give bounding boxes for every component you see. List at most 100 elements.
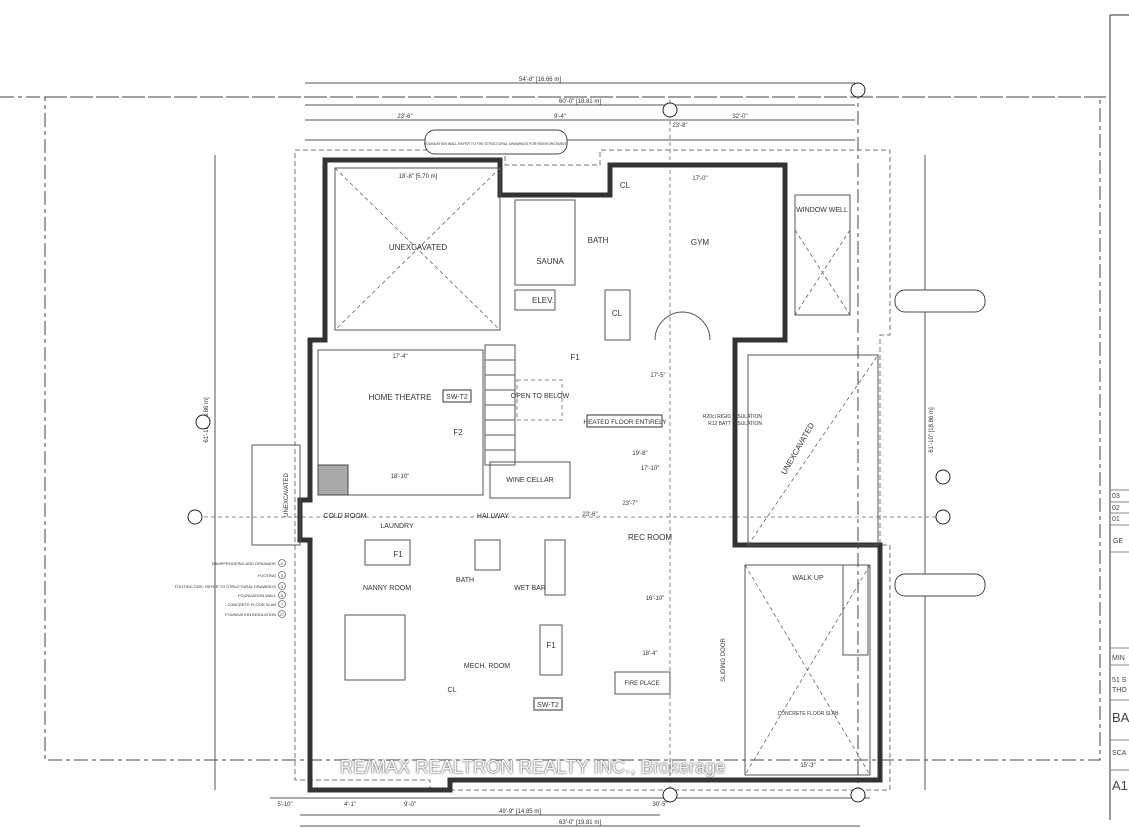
dim: 17'-4"	[392, 354, 407, 360]
sheet-number: A1	[1112, 778, 1128, 793]
laundry-shaft	[364, 539, 411, 566]
label-shear-wall: SW-T2	[446, 394, 468, 401]
foundation-note-callout	[894, 289, 986, 313]
note-insulation: R12 BATT INSULATION	[708, 421, 762, 427]
bottom-dimensions: 5'-10" 4'-1" 9'-0" 30'-5" 49'-9" [14.85 …	[270, 797, 870, 827]
note-insulation: R20ci RIGID INSULATION	[703, 414, 762, 420]
label-f1: F1	[570, 353, 580, 362]
walk-up-stairs	[842, 564, 869, 656]
gym-double-door	[654, 311, 711, 341]
fireplace	[614, 671, 671, 695]
home-theatre	[317, 349, 484, 496]
vanity	[474, 539, 501, 571]
room-label-home-theatre: HOME THEATRE	[369, 393, 432, 402]
dim: 17'-5"	[650, 373, 665, 379]
room-label-cold-room: COLD ROOM	[323, 513, 366, 520]
room-label-walk-up: WALK UP	[792, 575, 824, 582]
unexcavated-far-left	[251, 444, 301, 546]
label-shear-wall: SW-T2	[537, 702, 559, 709]
room-label-bath: BATH	[588, 236, 609, 245]
legend-num: 7	[281, 602, 284, 607]
label-f2: F2	[453, 428, 463, 437]
foundation-wall	[297, 157, 883, 793]
walk-up	[744, 564, 871, 776]
dim: 18'-10"	[391, 474, 410, 480]
legend-item: FOOTING	[258, 573, 276, 578]
room-label-unexcavated: UNEXCAVATED	[779, 421, 816, 476]
dim: 4'-1"	[344, 802, 356, 808]
dim-top-overall: 54'-8" [16.66 m]	[519, 77, 561, 83]
dim: 18'-4"	[642, 651, 657, 657]
title-block-text: MIN	[1112, 655, 1125, 662]
dim: 61'-10" [18.86 m]	[929, 407, 935, 453]
sheet-title: BA	[1112, 710, 1129, 725]
unexcavated-left-area	[334, 167, 501, 331]
note-text: FOUNDATION WALL REFER TO THE STRUCTURAL …	[424, 142, 569, 146]
room-label-mech-room: MECH. ROOM	[464, 663, 510, 670]
title-block-address: THO	[1112, 687, 1127, 694]
revision-number: 01	[1112, 516, 1120, 523]
legend-item: CONCRETE FLOOR SLAB	[227, 602, 276, 607]
room-label-elevator: ELEV.	[532, 296, 554, 305]
sauna	[514, 199, 576, 286]
label-f1: F1	[393, 550, 403, 559]
foundation-note-callout: FOUNDATION WALL REFER TO THE STRUCTURAL …	[424, 129, 569, 155]
room-label-laundry: LAUNDRY	[380, 523, 414, 530]
dim: 17'-10"	[641, 466, 660, 472]
room-label-wine-cellar: WINE CELLAR	[506, 477, 553, 484]
label-fireplace: FIRE PLACE	[624, 681, 659, 687]
title-block-address: 51 S	[1112, 677, 1127, 684]
closet	[604, 289, 631, 341]
legend-num: 17	[280, 612, 285, 617]
legend-num: 4	[281, 584, 284, 589]
legend-item: FOUNDATION WALL	[238, 593, 277, 598]
room-label-closet: CL	[612, 309, 623, 318]
room-label-nanny-room: NANNY ROOM	[363, 585, 411, 592]
open-to-below	[516, 379, 563, 421]
dim: 63'-0" [19.81 m]	[559, 820, 601, 826]
label-open-to-below: OPEN TO BELOW	[511, 393, 570, 400]
elevator	[514, 289, 556, 311]
room-label-sauna: SAUNA	[536, 257, 564, 266]
dim: 16'-10"	[646, 596, 665, 602]
dim-top-second: 60'-0" [18.81 m]	[559, 99, 601, 105]
dim: 32'-0"	[732, 114, 747, 120]
legend-num: 3	[281, 573, 284, 578]
room-label-window-well: WINDOW WELL	[796, 207, 848, 214]
label-heated-floor: HEATED FLOOR ENTIRELY	[583, 419, 667, 426]
window-well	[794, 194, 851, 316]
room-label-bath: BATH	[456, 577, 474, 584]
dim: 23'-6"	[397, 114, 412, 120]
room-label-rec-room: REC ROOM	[628, 533, 672, 542]
room-label-closet: CL	[620, 181, 631, 190]
dim: 18'-8" [5.70 m]	[399, 174, 438, 180]
legend-num: 2	[281, 561, 284, 566]
dim: 23'-6"	[582, 512, 597, 518]
label-concrete-slab: CONCRETE FLOOR SLAB	[778, 711, 840, 717]
revision-number: 02	[1112, 505, 1120, 512]
section-marker	[187, 82, 951, 803]
room-label-closet: CL	[448, 687, 457, 694]
legend-num: 5	[281, 593, 284, 598]
dim: 23'-8"	[672, 123, 687, 129]
bar-counter	[544, 539, 566, 596]
dim: 15'-3"	[800, 763, 815, 769]
dim: 23'-7"	[622, 501, 637, 507]
legend-item: FOOTING SIZE: REFER TO STRUCTURAL DRAWIN…	[175, 584, 277, 589]
revision-number: 03	[1112, 493, 1120, 500]
title-block: 03 02 01 GE MIN 51 S THO BA SCA A1	[1109, 14, 1129, 820]
legend-item: FOUNDATION INSULATION	[225, 612, 276, 617]
dim: 9'-4"	[554, 114, 566, 120]
room-label-hallway: HALLWAY	[477, 513, 509, 520]
wall-legend: DAMPPROOFING AND DRAINAGE FOOTING FOOTIN…	[175, 559, 286, 618]
foundation-note-callout	[894, 573, 986, 597]
dim: 49'-9" [14.85 m]	[499, 809, 541, 815]
dim: 9'-0"	[404, 802, 416, 808]
title-block-general: GE	[1113, 538, 1123, 545]
room-label-unexcavated: UNEXCAVATED	[389, 243, 447, 252]
room-label-gym: GYM	[691, 238, 710, 247]
dim: 19'-8"	[632, 451, 647, 457]
label-sliding-door: SLIDING DOOR	[721, 638, 727, 682]
legend-item: DAMPPROOFING AND DRAINAGE	[212, 561, 277, 566]
